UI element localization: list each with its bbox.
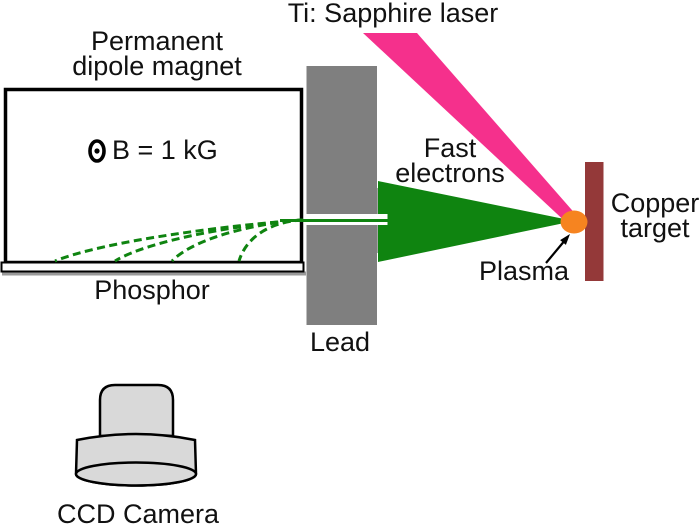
laser-beam xyxy=(363,33,578,226)
phosphor-label: Phosphor xyxy=(94,275,210,305)
lead-label: Lead xyxy=(309,327,371,357)
magnet-box xyxy=(3,87,304,265)
copper-target-bar xyxy=(585,162,604,281)
ccd-camera-label: CCD Camera xyxy=(56,499,220,529)
b-field-dot xyxy=(94,148,100,154)
fast-electrons-label-line1: Fast xyxy=(423,133,477,163)
b-field-circle xyxy=(88,139,106,163)
lead-shield xyxy=(306,66,377,325)
plasma-arrowhead xyxy=(560,234,570,245)
electron-trajectory-4 xyxy=(54,218,304,263)
ccd-camera xyxy=(74,383,198,487)
copper-target-label-line2: target xyxy=(620,213,690,243)
fast-electrons-label: Fast electrons xyxy=(390,133,510,188)
copper-target-label-line1: Copper xyxy=(610,188,700,218)
magnet-label-line2: dipole magnet xyxy=(72,51,242,81)
fast-electron-cone xyxy=(378,181,574,262)
phosphor-screen xyxy=(0,261,305,273)
ccd-camera-lens-rim xyxy=(74,461,198,487)
copper-target-label: Copper target xyxy=(595,188,700,243)
laser-label: Ti: Sapphire laser xyxy=(287,0,499,28)
b-field-out-icon xyxy=(88,139,106,163)
electron-trajectory-3 xyxy=(114,218,304,263)
fast-electrons-label-line2: electrons xyxy=(395,158,505,188)
ccd-camera-body xyxy=(98,383,175,438)
plasma-arrow-line xyxy=(545,241,565,264)
plasma-arrow xyxy=(545,234,570,264)
plasma-spot xyxy=(560,210,588,234)
plasma-label: Plasma xyxy=(478,256,570,286)
magnet-label-line1: Permanent xyxy=(90,26,224,56)
b-field-label: B = 1 kG xyxy=(112,135,218,165)
magnet-label: Permanent dipole magnet xyxy=(47,26,267,81)
